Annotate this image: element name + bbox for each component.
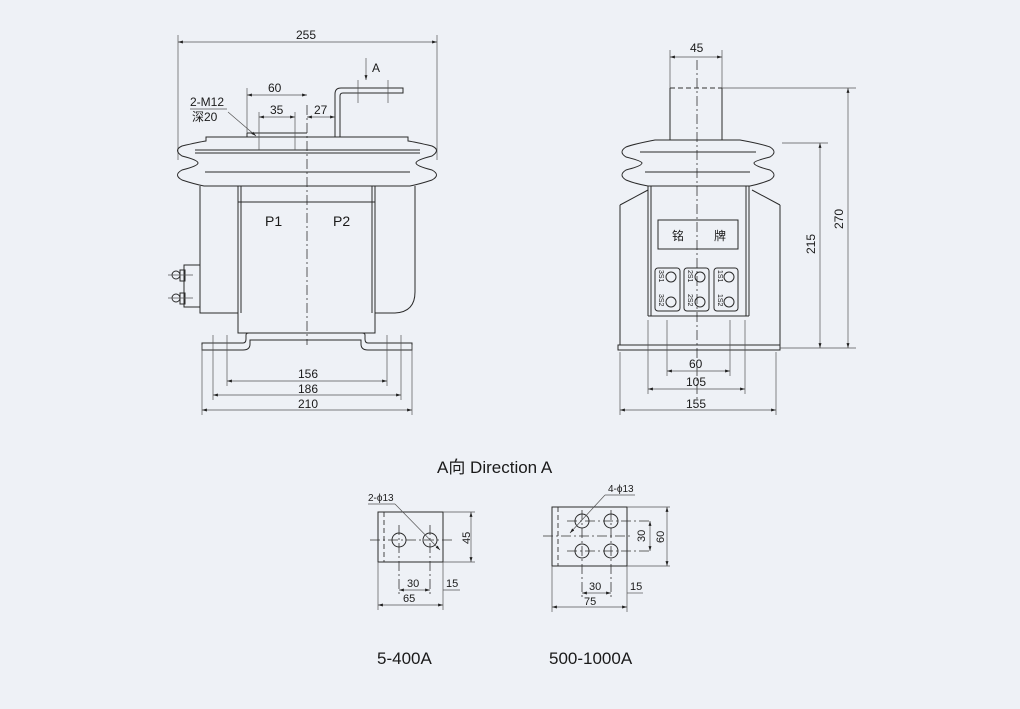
dim-30-vertical: 30 <box>636 530 648 542</box>
nameplate: 铭 牌 <box>657 219 739 250</box>
dim-255: 255 <box>296 28 316 42</box>
dim-27: 27 <box>314 103 328 117</box>
dim-186: 186 <box>298 382 318 396</box>
dim-60-large: 60 <box>655 531 667 543</box>
dim-155: 155 <box>686 397 706 411</box>
dim-60-top: 60 <box>268 81 282 95</box>
terminal-block-3: 1S1 1S2 <box>713 267 739 312</box>
dim-105: 105 <box>686 375 706 389</box>
dim-45-small: 45 <box>461 532 473 544</box>
terminal-block-1: 3S1 3S2 <box>654 267 681 312</box>
secondary-terminals <box>168 264 201 308</box>
nameplate-char-1: 铭 <box>672 228 684 243</box>
side-view: 45 铭 牌 3S1 3S2 2S1 2S2 <box>617 41 856 415</box>
terminal-p1: P1 <box>265 213 282 229</box>
dim-65: 65 <box>403 593 415 605</box>
dim-30-small: 30 <box>407 578 419 590</box>
dim-156: 156 <box>298 367 318 381</box>
busbar-large: 4-ϕ13 30 60 30 15 75 500-1000A <box>543 484 670 668</box>
caption-small: 5-400A <box>377 649 432 668</box>
front-view: 255 A 60 35 27 2-M12 深20 P1 <box>168 28 438 415</box>
dim-15-small: 15 <box>446 578 458 590</box>
dim-270: 270 <box>832 209 846 229</box>
terminal-label: 1S2 <box>716 294 723 307</box>
dim-45: 45 <box>690 41 704 55</box>
dim-60-side: 60 <box>689 357 703 371</box>
terminal-label: 3S2 <box>657 294 664 307</box>
holes-label-large: 4-ϕ13 <box>608 484 634 495</box>
dim-210: 210 <box>298 397 318 411</box>
caption-large: 500-1000A <box>549 649 633 668</box>
dim-215: 215 <box>804 234 818 254</box>
dim-30-large: 30 <box>589 581 601 593</box>
terminal-label: 2S2 <box>686 294 693 307</box>
view-arrow-label: A <box>372 61 380 75</box>
terminal-block-2: 2S1 2S2 <box>683 267 710 312</box>
holes-label-small: 2-ϕ13 <box>368 493 394 504</box>
dim-35: 35 <box>270 103 284 117</box>
dim-75: 75 <box>584 596 596 608</box>
terminal-label: 3S1 <box>657 270 664 283</box>
dim-15-large: 15 <box>630 581 642 593</box>
terminal-p2: P2 <box>333 213 350 229</box>
direction-view-title: A向 Direction A <box>437 458 553 477</box>
thread-label: 2-M12 <box>190 95 224 109</box>
terminal-label: 2S1 <box>686 270 693 283</box>
depth-label: 深20 <box>192 110 218 124</box>
busbar-small: 2-ϕ13 45 30 15 65 5-400A <box>368 493 475 668</box>
terminal-label: 1S1 <box>716 270 723 283</box>
nameplate-char-2: 牌 <box>714 229 726 243</box>
